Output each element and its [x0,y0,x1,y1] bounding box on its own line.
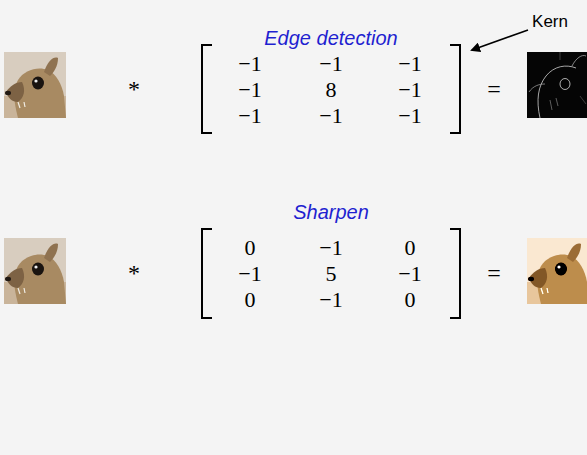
matrix-cell: −1 [319,103,342,128]
input-photo [4,238,66,304]
matrix-cell: −1 [398,261,421,286]
equals-sign: = [487,260,501,288]
output-edges [527,52,587,118]
matrix-cell: 5 [326,261,337,286]
matrix-cell: 0 [405,287,416,312]
matrix-cell: −1 [319,287,342,312]
convolution-operator: * [128,260,140,288]
matrix-cell: −1 [238,77,261,102]
input-photo [4,52,66,118]
matrix-cell: −1 [398,77,421,102]
matrix-cell: −1 [238,261,261,286]
matrix-cell: −1 [319,235,342,260]
matrix-bracket [202,45,460,133]
matrix-cell: 0 [245,287,256,312]
matrix-cell: −1 [398,103,421,128]
matrix-cell: −1 [238,103,261,128]
matrix-cell: 8 [326,77,337,102]
heading: Edge detection [264,27,397,50]
matrix-cell: 0 [245,235,256,260]
matrix-bracket [202,229,460,318]
matrix-cell: −1 [238,51,261,76]
output-sharpened [527,238,587,304]
convolution-operator: * [128,76,140,104]
leader-arrow [472,30,528,50]
matrix-cell: −1 [319,51,342,76]
equals-sign: = [487,76,501,104]
kernel-callout: Kern [532,12,568,32]
matrix-cell: −1 [398,51,421,76]
matrix-cell: 0 [405,235,416,260]
heading: Sharpen [293,201,369,224]
